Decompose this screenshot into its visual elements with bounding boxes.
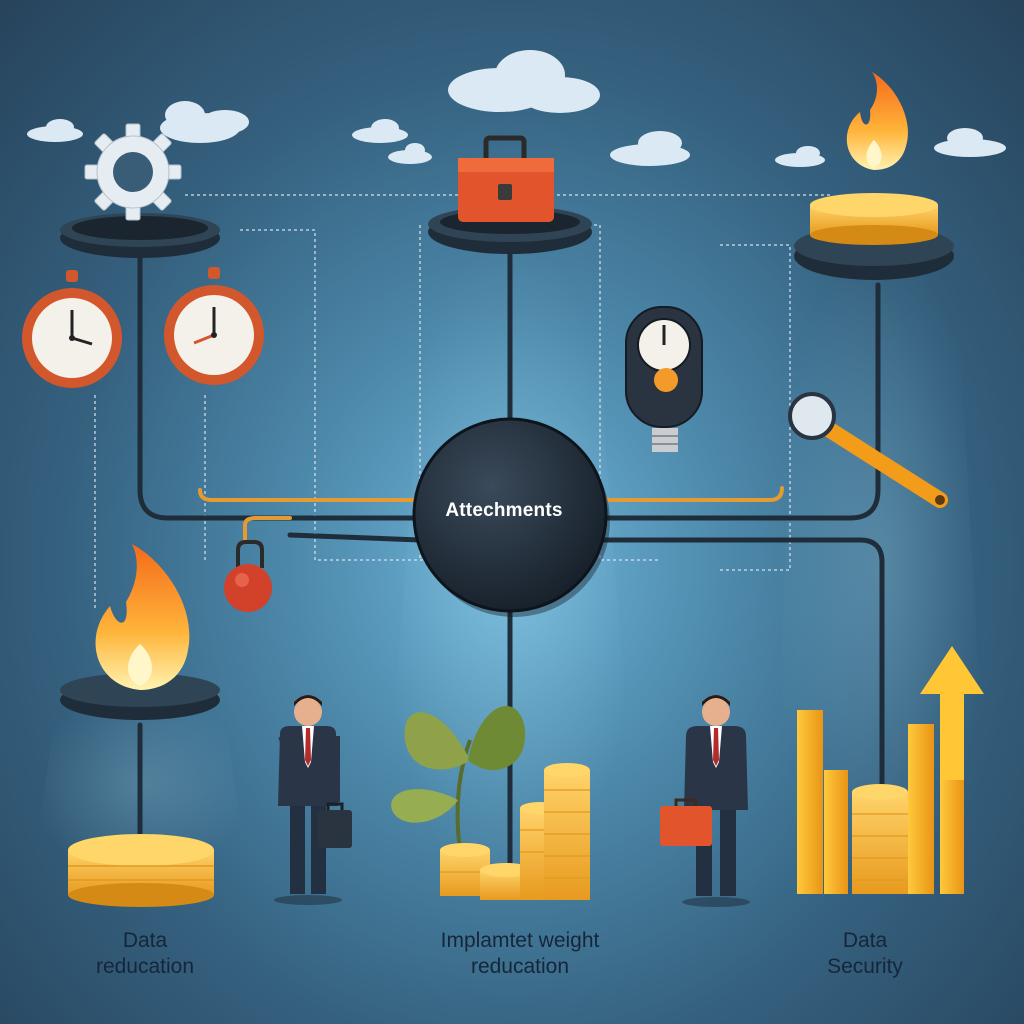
coin-stack-icon [68,834,214,907]
caption-line: Data [842,929,888,952]
cloud-icon [448,50,600,113]
hub-node [412,417,610,617]
coin-stack-icon [810,193,938,245]
caption-line: Data [122,929,168,952]
coin-stack-icon [440,763,590,900]
orange-pipe [198,486,784,542]
arrow-up-icon [920,646,984,780]
caption-data-reduction: Data reducation [60,928,230,980]
coin-stack-icon [852,784,908,894]
caption-data-security: Data Security [790,928,940,980]
caption-line: reducation [95,955,195,978]
pressure-gauge-icon [625,306,703,452]
plant-icon [391,706,526,851]
padlock-icon [224,540,272,612]
caption-weight-reduction: Implamtet weight reducation [390,928,650,980]
magnifier-icon [788,392,948,508]
platform-left [60,213,220,258]
briefcase-icon [318,802,352,848]
cloud-icon [352,119,1006,167]
businessman-icon [274,695,342,905]
flame-icon [846,72,908,170]
caption-line: reducation [470,955,570,978]
gear-icon [84,123,182,221]
hub-label: Attechments [445,500,563,521]
briefcase-icon [660,798,712,846]
businessman-icon [682,695,750,907]
flame-icon [95,544,190,690]
toolbox-icon [458,135,554,222]
caption-line: Implamtet weight [440,929,600,952]
stopwatch-icon [164,267,264,385]
caption-line: Security [827,955,903,978]
stopwatch-icon [22,270,122,388]
cloud-icon [27,101,249,143]
